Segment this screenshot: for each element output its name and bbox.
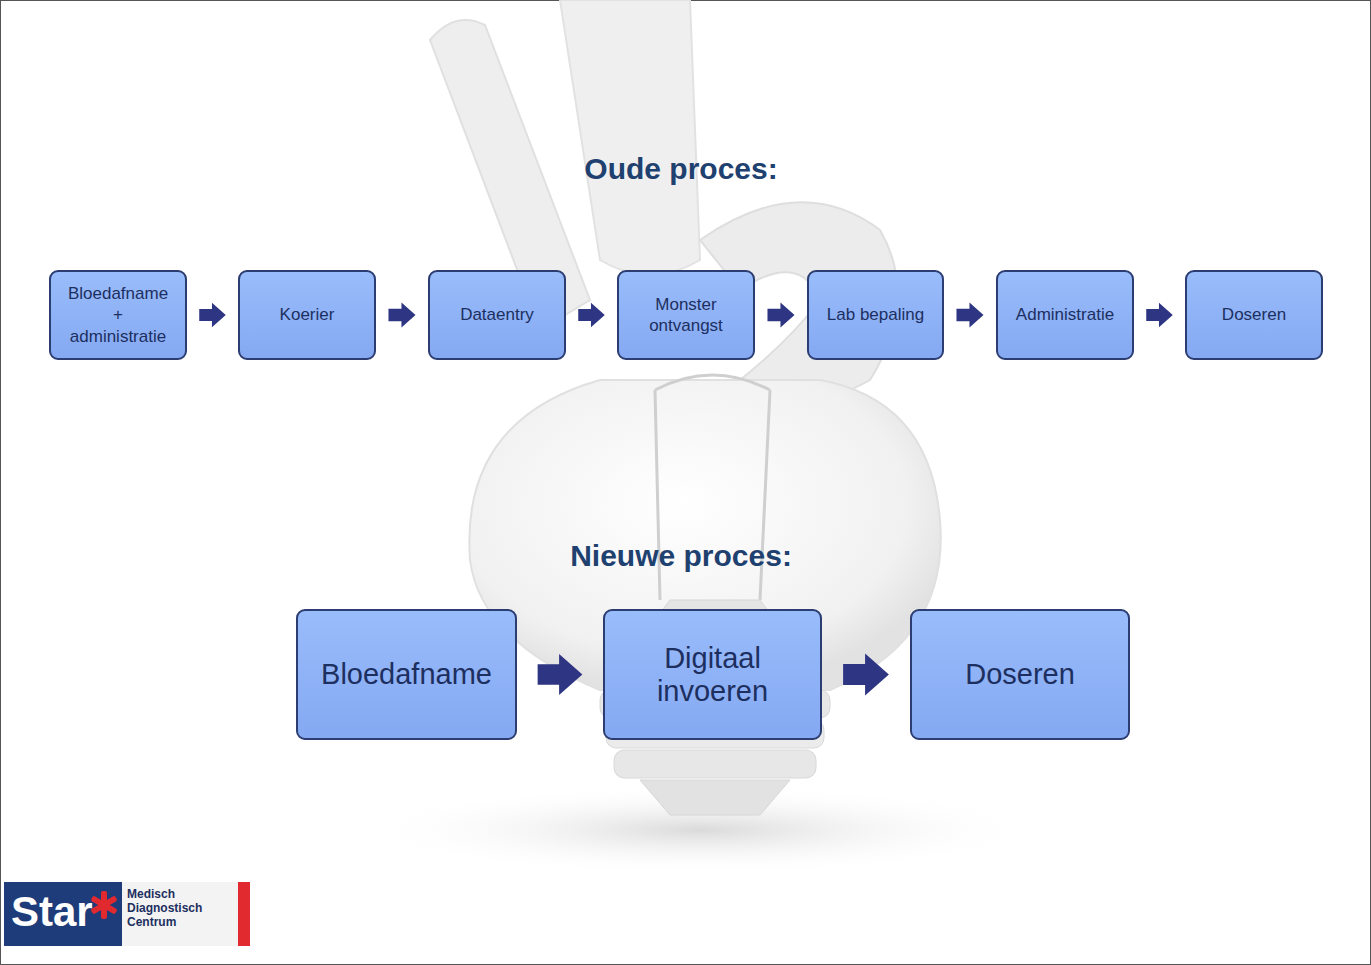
process-box: Lab bepaling — [807, 270, 944, 360]
process-box: Bloedafname + administratie — [49, 270, 187, 360]
box-content: Koerier — [280, 304, 335, 325]
box-content: Bloedafname + administratie — [64, 283, 172, 347]
flow-arrow — [388, 303, 415, 328]
box-content: Administratie — [1016, 304, 1114, 325]
flow-arrow — [956, 303, 983, 328]
logo-text: Star — [11, 888, 93, 935]
logo-asterisk — [90, 891, 117, 919]
flow-arrow — [199, 303, 226, 327]
flow-arrow — [843, 653, 889, 695]
box-label: Dataentry — [460, 304, 534, 325]
process-box: Doseren — [1185, 270, 1323, 360]
process-box: Koerier — [238, 270, 376, 360]
logo-panel — [122, 882, 238, 946]
box-content: Monster ontvangst — [631, 294, 741, 337]
hand-finger — [560, 0, 700, 275]
box-label: Koerier — [280, 304, 335, 325]
section-heading: Nieuwe proces: — [570, 539, 792, 572]
logo-bar — [238, 882, 250, 946]
process-box: Dataentry — [428, 270, 566, 360]
label-holder: Medisch Diagnostisch Centrum — [127, 888, 219, 929]
section-heading: Oude proces: — [584, 152, 777, 185]
box-content: Lab bepaling — [827, 304, 924, 325]
box-label: Bloedafname + administratie — [64, 283, 172, 347]
flow-arrow — [578, 303, 605, 327]
box-label: Lab bepaling — [827, 304, 924, 325]
process-box: Bloedafname — [296, 609, 517, 740]
bulb-tip — [640, 780, 790, 815]
box-label: Bloedafname — [321, 658, 492, 690]
bulb-base — [614, 750, 816, 778]
box-content: Doseren — [1222, 304, 1286, 325]
logo-subtitle: Medisch Diagnostisch Centrum — [127, 887, 202, 929]
label-holder: Nieuwe proces: — [570, 539, 792, 572]
flow-arrow — [767, 303, 794, 328]
flow-arrow — [1146, 303, 1173, 327]
logo-panel — [4, 882, 122, 946]
box-label: Administratie — [1016, 304, 1114, 325]
process-box: Administratie — [996, 270, 1134, 360]
process-box: Digitaal invoeren — [603, 609, 822, 740]
box-content: Bloedafname — [321, 658, 492, 690]
process-box: Monster ontvangst — [617, 270, 755, 360]
box-content: Doseren — [965, 658, 1075, 690]
box-content: Digitaal invoeren — [623, 642, 803, 707]
box-label: Doseren — [965, 658, 1075, 690]
label-holder: Oude proces: — [584, 152, 777, 185]
flow-arrow — [538, 654, 583, 695]
box-label: Doseren — [1222, 304, 1286, 325]
label-holder: Star — [11, 889, 93, 935]
box-content: Dataentry — [460, 304, 534, 325]
process-box: Doseren — [910, 609, 1130, 740]
box-label: Digitaal invoeren — [623, 642, 803, 707]
box-label: Monster ontvangst — [631, 294, 741, 337]
